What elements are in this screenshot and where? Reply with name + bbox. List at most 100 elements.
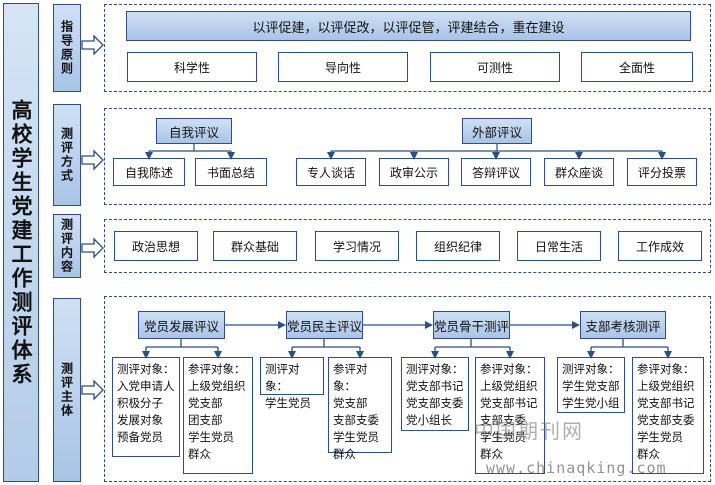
section-label-method: 测评方式	[53, 104, 81, 206]
target-label: 测评对象：	[117, 362, 175, 376]
external-review-item-label: 专人谈话	[306, 165, 355, 180]
judge-item: 支部支委	[480, 413, 526, 427]
external-review-item-label: 评分投票	[637, 165, 686, 180]
target-item: 学生党支部	[562, 379, 620, 393]
external-review-item: 答辩评议	[461, 158, 531, 186]
judge-item: 群众	[188, 447, 211, 461]
watermark-logo: 中国期刊网	[474, 419, 584, 443]
target-label: 测评对象：	[562, 362, 620, 376]
judge-box: 参评对象： 上级党组织 党支部 团支部 学生党员 群众	[183, 357, 253, 474]
judge-item: 党支部书记	[637, 396, 695, 410]
judge-box: 参评对象： 党支部 支部支委 学生党员 群众	[328, 357, 392, 461]
judge-item: 上级党组织	[480, 379, 538, 393]
section-label-subject-text: 测评主体	[59, 362, 74, 418]
block-arrow	[81, 149, 104, 171]
section-label-subject: 测评主体	[53, 298, 81, 482]
content-item-label: 政治思想	[131, 239, 180, 254]
stage-title-text: 党员发展评议	[143, 318, 219, 334]
stage-title-text: 党员骨干测评	[434, 318, 510, 334]
target-box: 测评对象： 入党申请人 积极分子 发展对象 预备党员	[112, 357, 180, 457]
section-label-method-text: 测评方式	[59, 127, 74, 183]
main-title-text: 高校学生党建工作测评体系	[9, 98, 33, 387]
target-box: 测评对象： 学生党员	[260, 357, 324, 410]
content-item-label: 学习情况	[332, 239, 381, 254]
external-review-item: 专人谈话	[296, 158, 366, 186]
judge-box: 参评对象： 上级党组织 党支部书记 支部支委 学生党员 群众	[475, 357, 545, 474]
stage-flow	[142, 321, 672, 359]
block-arrow	[81, 34, 104, 56]
subject-container	[104, 296, 711, 482]
target-item: 党支部支委	[406, 396, 464, 410]
stage-title: 党员发展评议	[138, 311, 225, 339]
judge-item: 群众	[637, 447, 660, 461]
external-review-item-label: 答辩评议	[471, 165, 520, 180]
principle-item: 科学性	[127, 52, 257, 82]
judge-label: 参评对象：	[333, 362, 368, 393]
judge-item: 学生党员	[637, 430, 683, 444]
judge-item: 上级党组织	[637, 379, 695, 393]
external-review-title-text: 外部评议	[471, 124, 522, 140]
principle-item-label: 全面性	[618, 60, 655, 75]
judge-item: 学生党员	[333, 430, 379, 444]
principle-item: 导向性	[278, 52, 408, 82]
target-label: 测评对象：	[406, 362, 464, 376]
content-item: 群众基础	[213, 231, 297, 261]
external-review-item: 评分投票	[627, 158, 697, 186]
judge-item: 群众	[480, 447, 503, 461]
judge-label: 参评对象：	[480, 362, 538, 376]
self-review-title-text: 自我评议	[168, 124, 219, 140]
section-label-principle: 指导原则	[53, 4, 81, 92]
judge-item: 学生党员	[188, 430, 234, 444]
external-review-title: 外部评议	[462, 118, 532, 144]
section-label-content-text: 测评内容	[59, 218, 74, 274]
target-item: 积极分子	[117, 396, 163, 410]
method-container	[104, 108, 711, 205]
block-arrow	[81, 379, 104, 401]
content-container	[104, 219, 711, 273]
target-label: 测评对象：	[265, 362, 300, 393]
principle-container	[104, 4, 711, 92]
judge-item: 党支部	[188, 396, 223, 410]
block-arrow	[81, 237, 104, 259]
principle-item: 可测性	[430, 52, 560, 82]
principle-header-text: 以评促建，以评促改，以评促管，评建结合，重在建设	[252, 20, 565, 36]
section-label-content: 测评内容	[53, 214, 81, 278]
judge-item: 党支部书记	[480, 396, 538, 410]
target-item: 发展对象	[117, 413, 163, 427]
self-review-title: 自我评议	[156, 118, 232, 144]
judge-item: 学生党员	[480, 430, 526, 444]
target-box: 测评对象： 党支部书记 党支部支委 党小组长	[401, 357, 469, 431]
method-tree	[145, 144, 666, 160]
target-item: 入党申请人	[117, 379, 175, 393]
judge-box: 参评对象： 上级党组织 党支部书记 党支部支委 学生党员 群众	[632, 357, 704, 474]
content-item-label: 组织纪律	[433, 239, 482, 254]
block-arrows	[81, 34, 104, 401]
judge-item: 党支部	[333, 396, 368, 410]
content-item: 工作成效	[618, 231, 702, 261]
section-label-principle-text: 指导原则	[59, 20, 74, 76]
target-item: 学生党员	[265, 396, 311, 410]
judge-item: 支部支委	[333, 413, 379, 427]
content-item: 组织纪律	[416, 231, 500, 261]
self-review-item-label: 自我陈述	[124, 165, 173, 180]
principle-item-label: 可测性	[476, 60, 513, 75]
external-review-item-label: 政审公示	[389, 165, 438, 180]
content-item: 日常生活	[517, 231, 601, 261]
self-review-item-label: 书面总结	[206, 165, 255, 180]
judge-item: 群众	[333, 447, 356, 461]
principle-item: 全面性	[581, 52, 693, 82]
stage-title: 支部考核测评	[580, 311, 666, 339]
content-item: 学习情况	[315, 231, 399, 261]
content-item-label: 工作成效	[635, 239, 684, 254]
judge-item: 上级党组织	[188, 379, 246, 393]
content-item: 政治思想	[114, 231, 198, 261]
self-review-item: 自我陈述	[113, 158, 185, 186]
target-item: 党小组长	[406, 413, 452, 427]
judge-item: 党支部支委	[637, 413, 695, 427]
target-item: 党支部书记	[406, 379, 464, 393]
stage-title-text: 党员民主评议	[287, 318, 363, 334]
stage-title: 党员骨干测评	[433, 311, 510, 339]
judge-item: 团支部	[188, 413, 223, 427]
principle-item-label: 科学性	[173, 60, 210, 75]
